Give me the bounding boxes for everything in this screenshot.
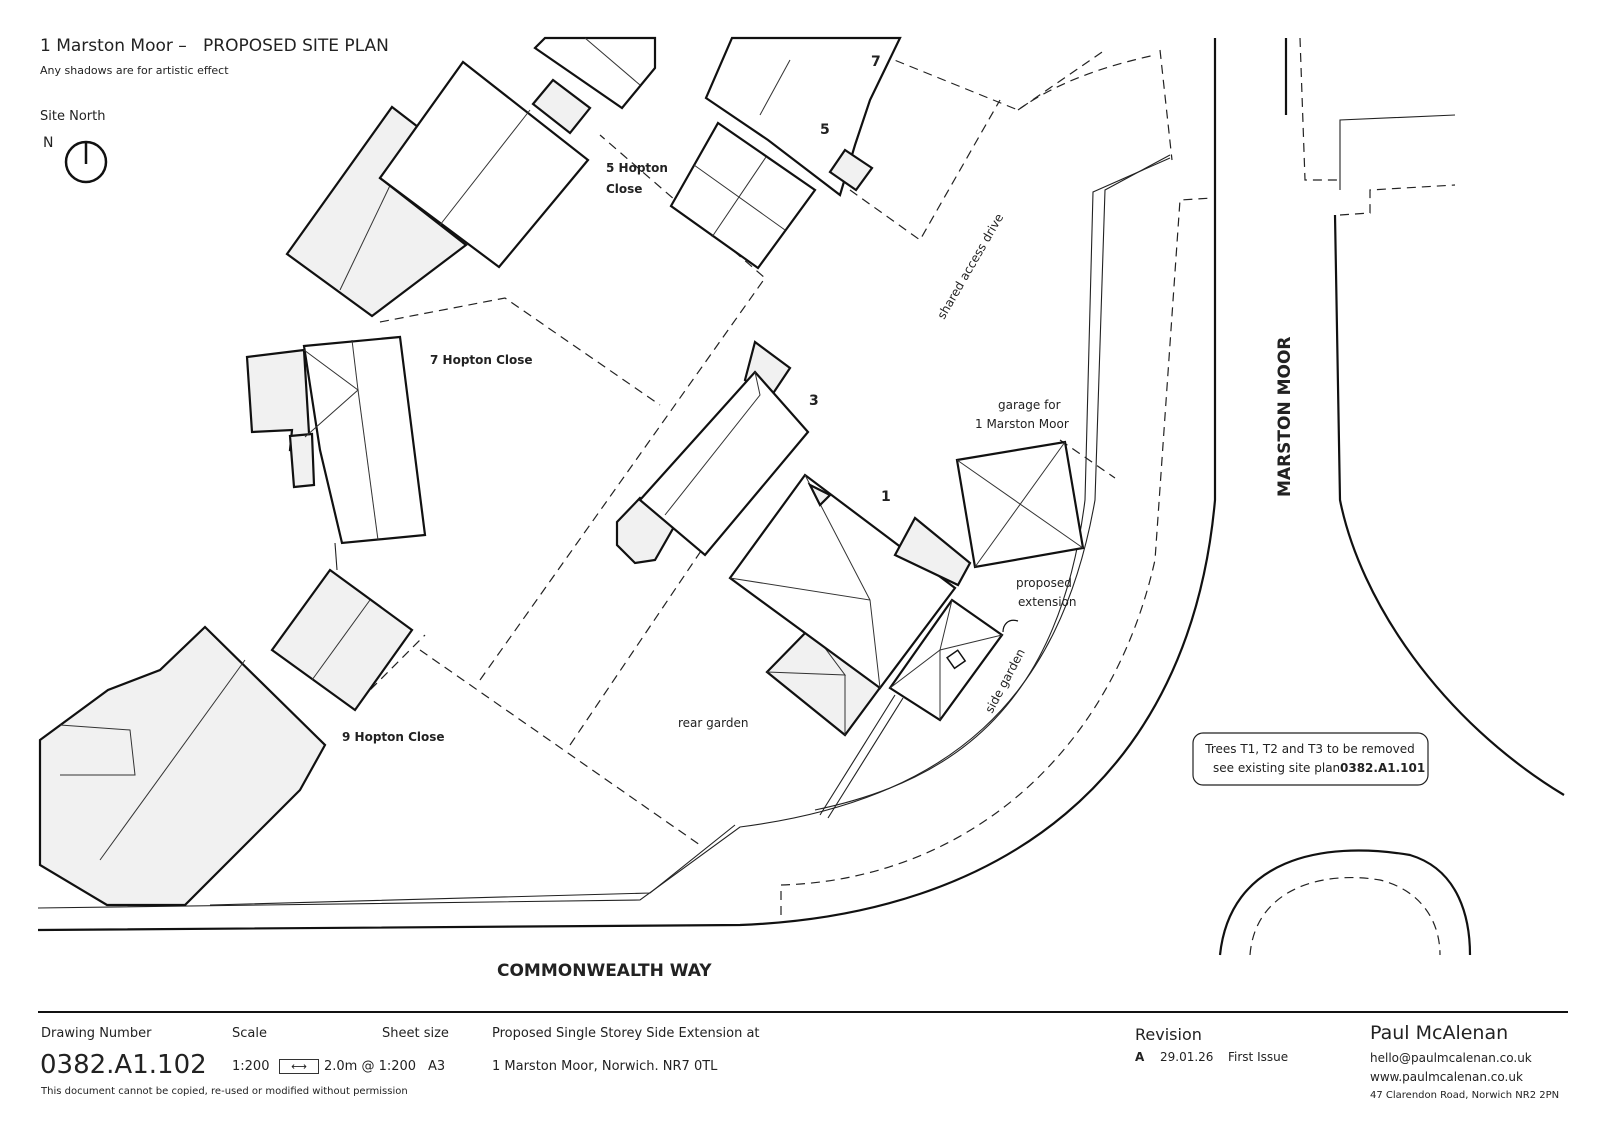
scale-label: Scale <box>232 1026 267 1041</box>
label-5-hopton-close: Close <box>606 182 642 196</box>
north-arrow-icon <box>64 140 108 184</box>
drawing-title: PROPOSED SITE PLAN <box>203 36 389 56</box>
label-garage-1: garage for <box>998 398 1061 412</box>
sheet-size: A3 <box>428 1059 446 1074</box>
label-num-5: 5 <box>820 122 830 138</box>
label-5-hopton: 5 Hopton <box>606 161 668 175</box>
scale-bar-arrow-icon: ⟷ <box>279 1059 319 1074</box>
label-extension: extension <box>1018 595 1077 609</box>
label-shared-access-drive: shared access drive <box>934 211 1006 321</box>
author-website[interactable]: www.paulmcalenan.co.uk <box>1370 1070 1523 1084</box>
drawing-number: 0382.A1.102 <box>40 1050 207 1080</box>
sheet-size-label: Sheet size <box>382 1026 449 1041</box>
label-rear-garden: rear garden <box>678 716 748 730</box>
project-address: 1 Marston Moor, Norwich. NR7 0TL <box>492 1059 718 1074</box>
building-1-house <box>728 473 1004 737</box>
author-email[interactable]: hello@paulmcalenan.co.uk <box>1370 1051 1532 1065</box>
scale-value: 1:200 <box>232 1059 270 1074</box>
label-7-hopton-close: 7 Hopton Close <box>430 353 533 367</box>
label-9-hopton-close: 9 Hopton Close <box>342 730 445 744</box>
building-5-hopton-close-area <box>285 36 902 318</box>
label-marston-moor-road: MARSTON MOOR <box>1275 336 1295 497</box>
building-9-hopton-close <box>38 568 414 907</box>
revision-code: A <box>1135 1050 1145 1064</box>
label-commonwealth-way: COMMONWEALTH WAY <box>497 961 712 981</box>
drawing-number-label: Drawing Number <box>41 1026 152 1041</box>
title-prefix: 1 Marston Moor – <box>40 36 187 56</box>
copyright-notice: This document cannot be copied, re-used … <box>41 1086 408 1097</box>
note-line-1: Trees T1, T2 and T3 to be removed <box>1204 742 1414 756</box>
subtitle: Any shadows are for artistic effect <box>40 64 229 77</box>
building-7-hopton-close <box>245 335 427 571</box>
scale-bar-text: 2.0m @ 1:200 <box>324 1059 417 1074</box>
building-3 <box>615 340 810 565</box>
note-ref: 0382.A1.101 <box>1340 761 1425 775</box>
extension-pointer-arrow <box>1002 619 1019 633</box>
revision-date: 29.01.26 <box>1160 1050 1214 1064</box>
label-proposed: proposed <box>1016 576 1072 590</box>
label-num-7: 7 <box>871 54 881 70</box>
label-side-garden: side garden <box>982 646 1028 715</box>
author-name: Paul McAlenan <box>1370 1022 1509 1044</box>
revision-description: First Issue <box>1228 1050 1289 1064</box>
trees-removal-note: Trees T1, T2 and T3 to be removed see ex… <box>1192 732 1429 786</box>
garage-1-marston-moor <box>955 440 1085 569</box>
project-title: Proposed Single Storey Side Extension at <box>492 1026 760 1041</box>
north-label: Site North <box>40 109 105 124</box>
north-letter: N <box>43 135 53 151</box>
label-num-3: 3 <box>809 393 819 409</box>
label-num-1: 1 <box>881 489 891 505</box>
revision-label: Revision <box>1135 1025 1202 1044</box>
note-line-2: see existing site plan <box>1213 761 1340 775</box>
label-garage-2: 1 Marston Moor <box>975 417 1069 431</box>
author-address: 47 Clarendon Road, Norwich NR2 2PN <box>1370 1090 1560 1101</box>
